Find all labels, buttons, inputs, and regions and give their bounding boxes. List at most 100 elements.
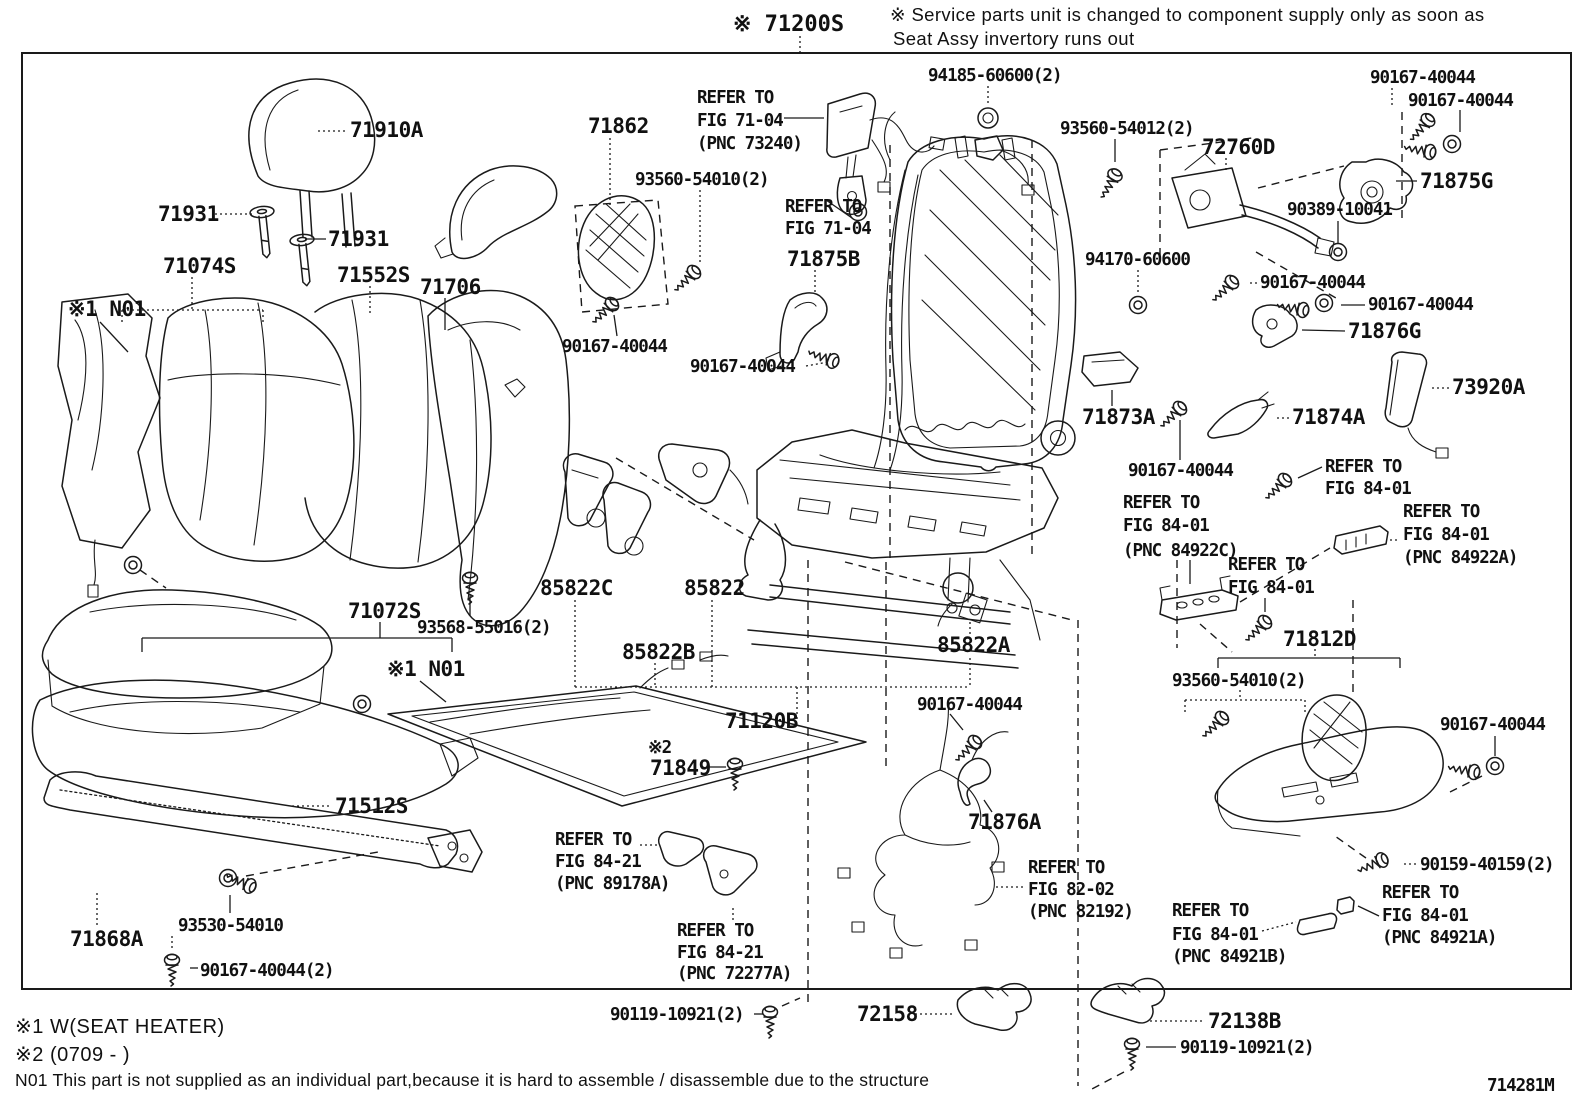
label-refer-8421b-3: (PNC 72277A) [677,964,791,984]
vent-group-dashed-box [574,199,669,313]
label-71072S: 71072S [348,599,421,623]
hook-71876A [957,731,1009,806]
clip-72138B [1090,977,1166,1024]
label-90167-6: 90167-40044 [1368,295,1473,315]
cushion-pad-upper [41,589,333,734]
side-shield-71862 [434,165,558,260]
headrest-support-pins [248,204,320,288]
vent-grille-right [1301,694,1367,782]
wire-harness-82192 [837,699,1005,959]
label-93560-54010-b: 93560-54010(2) [1172,671,1306,691]
label-71868A: 71868A [70,927,144,951]
label-assembly-71200S: ※ 71200S [733,12,844,37]
label-refer-8401a-1: REFER TO [1325,457,1402,477]
leader-lines [96,36,1496,1048]
label-93530-54010: 93530-54010 [178,916,283,936]
label-71876G: 71876G [1348,319,1421,343]
label-71874A: 71874A [1292,405,1366,429]
labels: ※ 71200S ※ Service parts unit is changed… [15,4,1555,1096]
label-90167-5: 90167-40044 [1260,273,1365,293]
label-refer-8401e-3: (PNC 84921B) [1172,947,1286,967]
label-71074S: 71074S [163,254,236,278]
label-71876A: 71876A [968,810,1042,834]
label-71931-a: 71931 [158,202,219,226]
label-n01-a: ※1 N01 [68,297,146,321]
label-refer-7104a-1: REFER TO [697,88,774,108]
label-refer-8401d-2: FIG 84-01 [1228,578,1314,598]
headrest [248,78,376,248]
label-71873A: 71873A [1082,405,1156,429]
notice-line-2: Seat Assy invertory runs out [893,28,1135,49]
label-71120B: 71120B [725,709,798,733]
label-71812D: 71812D [1283,627,1356,651]
label-94185-60600: 94185-60600(2) [928,66,1062,86]
label-71862: 71862 [588,114,649,138]
label-90167-1: 90167-40044 [562,337,667,357]
cushion-pad-lower [31,679,479,819]
label-note2-mark: ※2 [648,738,672,758]
seat-heater-mat [387,651,867,807]
label-refer-7104b-1: REFER TO [785,197,862,217]
label-90167-2: 90167-40044 [690,357,795,377]
label-71512S: 71512S [335,794,408,818]
label-93568-55016: 93568-55016(2) [417,618,551,638]
valance-71868A [43,771,483,873]
label-90159-40159: 90159-40159(2) [1420,855,1554,875]
lumbar-actuator-72760D [1171,153,1335,257]
vent-grille-left [577,195,656,301]
label-72760D: 72760D [1202,135,1275,159]
motor-85822B [602,481,652,556]
label-refer-8202-2: FIG 82-02 [1028,880,1114,900]
label-90119-a: 90119-10921(2) [610,1005,744,1025]
label-refer-8401c-3: (PNC 84922A) [1403,548,1517,568]
motor-85822 [658,443,749,505]
slider-knob-84921B [1296,912,1338,936]
clip-72158 [956,982,1032,1031]
label-refer-8401c-1: REFER TO [1403,502,1480,522]
motor-85822A [937,572,988,627]
bracket-71873A [1081,351,1139,387]
label-refer-8401b-2: FIG 84-01 [1123,516,1209,536]
label-refer-8401c-2: FIG 84-01 [1403,525,1489,545]
bracket-84922C [1159,575,1239,621]
label-refer-8421a-3: (PNC 89178A) [555,874,669,894]
label-refer-8421b-2: FIG 84-21 [677,943,763,963]
switch-84922A [1333,525,1389,555]
bracket-71876G [1251,304,1298,348]
label-71910A: 71910A [350,118,424,142]
seatback-frame [873,111,1077,472]
label-refer-8401b-3: (PNC 84922C) [1123,541,1237,561]
footnote-3: N01 This part is not supplied as an indi… [15,1070,929,1090]
label-refer-8401e-2: FIG 84-01 [1172,925,1258,945]
label-refer-7104a-3: (PNC 73240) [697,134,802,154]
label-90167-x2: 90167-40044(2) [200,961,334,981]
label-85822B: 85822B [622,640,695,664]
label-85822A: 85822A [937,633,1011,657]
label-85822: 85822 [684,576,745,600]
label-71706: 71706 [420,275,481,299]
seatback-board-71706 [427,289,571,627]
label-refer-8401f-3: (PNC 84921A) [1382,928,1496,948]
label-71875B: 71875B [787,247,860,271]
label-71931-b: 71931 [328,227,389,251]
label-72138B: 72138B [1208,1009,1281,1033]
label-refer-8401f-2: FIG 84-01 [1382,906,1468,926]
label-refer-8421a-1: REFER TO [555,830,632,850]
label-72158: 72158 [857,1002,918,1026]
label-refer-8401b-1: REFER TO [1123,493,1200,513]
doc-number: 714281M [1487,1076,1554,1096]
label-71849: 71849 [650,756,711,780]
label-refer-7104a-2: FIG 71-04 [697,111,783,131]
diagram-border [21,52,1572,990]
seatback-cover-front [158,297,355,562]
label-90167-3: 90167-40044 [1370,68,1475,88]
label-90389-10041: 90389-10041 [1287,200,1392,220]
pad-73920A [1384,351,1449,459]
label-refer-8421b-1: REFER TO [677,921,754,941]
label-90167-9: 90167-40044 [1440,715,1545,735]
label-90119-b: 90119-10921(2) [1180,1038,1314,1058]
bracket-71875B [765,292,828,371]
motor-85822C [562,453,614,528]
label-refer-8421a-2: FIG 84-21 [555,852,641,872]
